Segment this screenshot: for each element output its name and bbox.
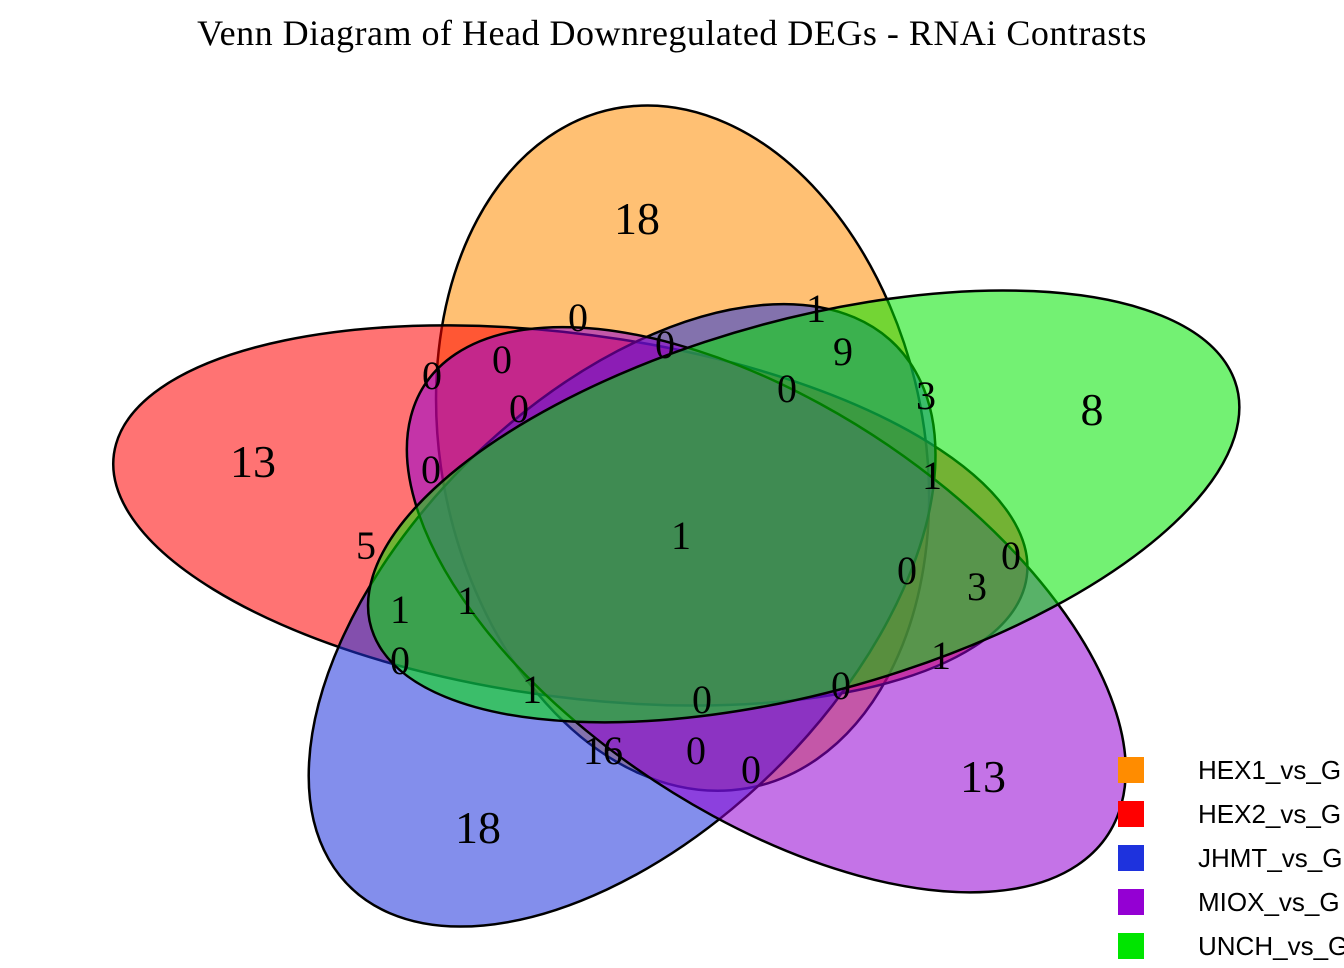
legend-item: HEX2_vs_G <box>1118 792 1344 836</box>
legend-swatch <box>1118 933 1144 959</box>
legend-swatch <box>1118 801 1144 827</box>
legend-item: HEX1_vs_G <box>1118 748 1344 792</box>
legend-label: HEX1_vs_G <box>1198 754 1342 785</box>
legend-swatch <box>1118 845 1144 871</box>
legend-swatch <box>1118 757 1144 783</box>
legend-label: MIOX_vs_G <box>1198 886 1340 917</box>
legend-label: UNCH_vs_G <box>1198 930 1344 961</box>
legend-label: HEX2_vs_G <box>1198 798 1342 829</box>
legend-label: JHMT_vs_G <box>1198 842 1343 873</box>
legend-swatch <box>1118 889 1144 915</box>
chart-title: Venn Diagram of Head Downregulated DEGs … <box>197 13 1147 53</box>
legend-item: JHMT_vs_G <box>1118 836 1344 880</box>
legend-item: UNCH_vs_G <box>1118 924 1344 968</box>
legend: HEX1_vs_G HEX2_vs_G JHMT_vs_G MIOX_vs_G UNCH… <box>1118 748 1344 968</box>
legend-item: MIOX_vs_G <box>1118 880 1344 924</box>
venn-ellipse-UNCH_vs_G <box>281 202 1327 811</box>
